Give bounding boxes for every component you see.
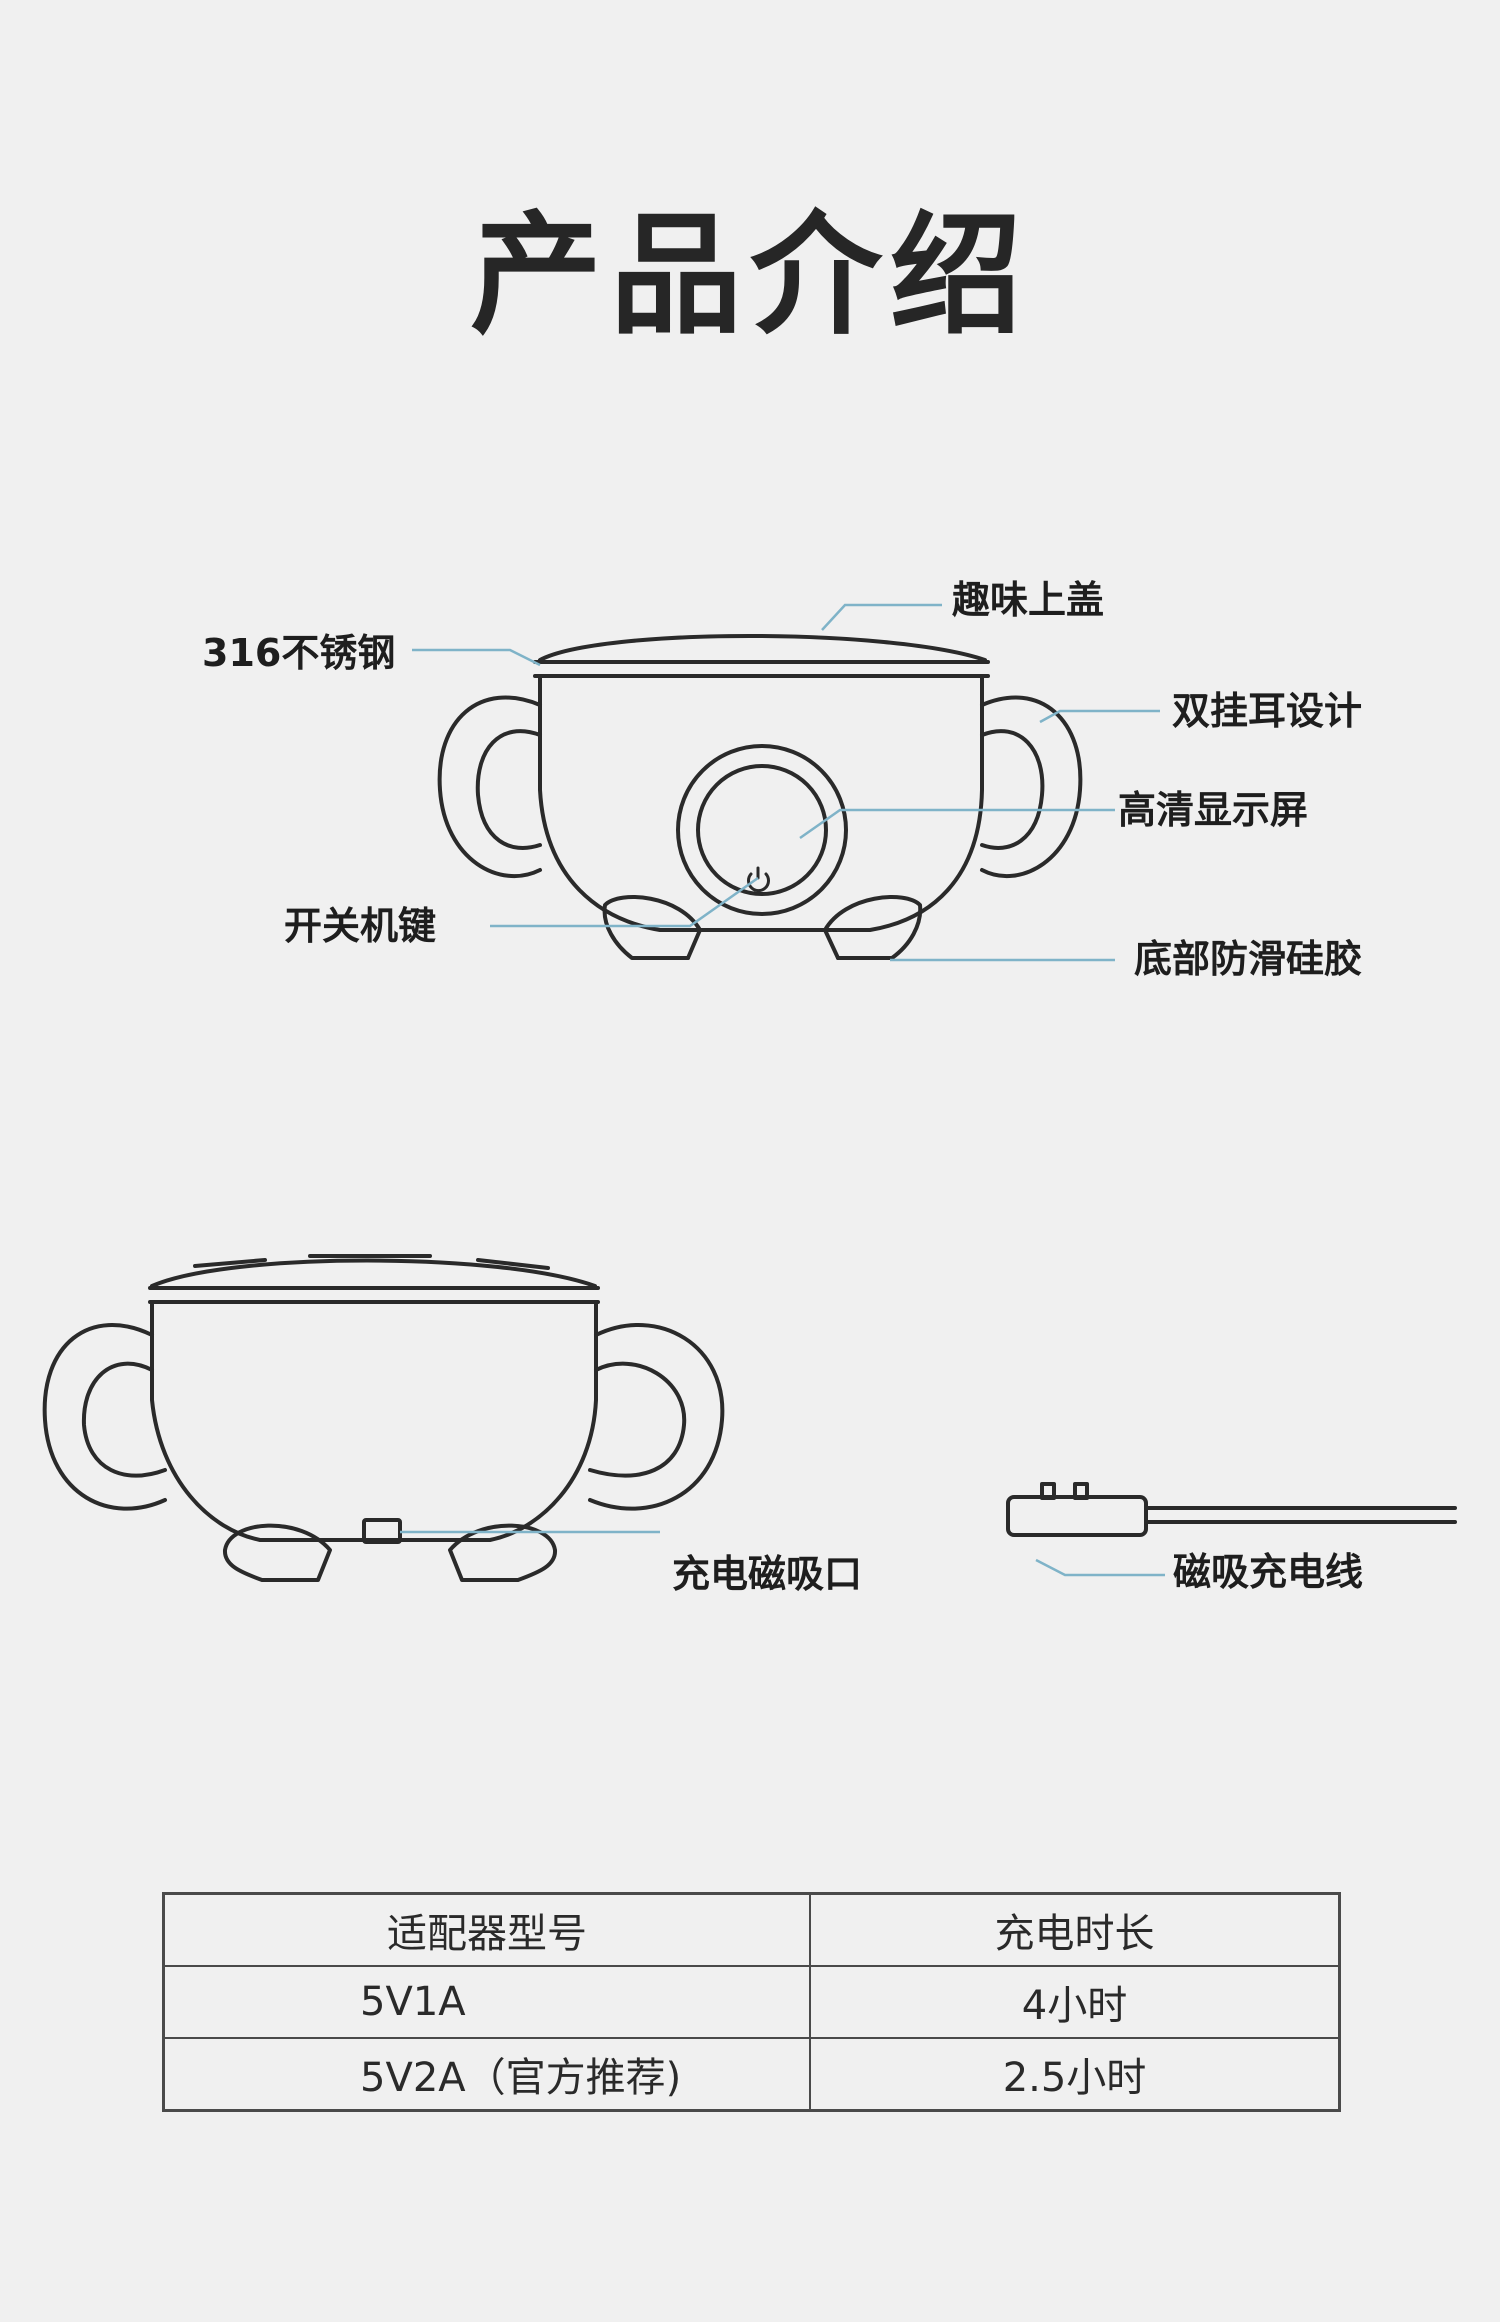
side-body — [150, 1302, 598, 1542]
label-display: 高清显示屏 — [1118, 788, 1309, 832]
bowl-front-diagram — [412, 603, 1160, 962]
cell-time: 4小时 — [809, 1965, 1341, 2039]
display-screen — [696, 764, 828, 896]
leader-lid — [821, 603, 942, 631]
side-lid — [150, 1258, 597, 1288]
label-base: 底部防滑硅胶 — [1134, 937, 1363, 981]
label-lid: 趣味上盖 — [952, 578, 1105, 622]
label-steel: 316不锈钢 — [202, 631, 396, 675]
side-right-foot — [448, 1523, 557, 1582]
bowl-side-diagram — [42, 1254, 1457, 1582]
label-handles: 双挂耳设计 — [1172, 689, 1363, 733]
left-foot — [602, 895, 702, 960]
cell-time: 2.5小时 — [809, 2037, 1341, 2112]
cell-adapter: 5V1A — [162, 1965, 811, 2039]
leader-handles — [1039, 709, 1160, 724]
table-row: 5V1A 4小时 — [162, 1965, 1341, 2039]
leader-cable — [1035, 1558, 1165, 1577]
bowl-body — [538, 676, 984, 932]
leader-steel — [412, 648, 541, 667]
left-handle — [437, 695, 542, 879]
page-title: 产品介绍 — [470, 199, 1030, 353]
table-row: 5V2A（官方推荐) 2.5小时 — [162, 2037, 1341, 2112]
cable-wire — [1144, 1506, 1457, 1524]
header-adapter-model: 适配器型号 — [162, 1892, 811, 1967]
header-charge-time: 充电时长 — [809, 1892, 1341, 1967]
leader-power — [490, 876, 759, 928]
side-right-handle — [588, 1323, 725, 1511]
display-ring — [676, 744, 848, 916]
side-left-foot — [223, 1523, 332, 1582]
label-power: 开关机键 — [284, 904, 437, 948]
leader-display — [799, 808, 1115, 840]
charging-spec-table: 适配器型号 充电时长 5V1A 4小时 5V2A（官方推荐) 2.5小时 — [162, 1892, 1341, 2112]
side-left-handle — [42, 1323, 167, 1511]
right-foot — [823, 895, 923, 960]
label-cable: 磁吸充电线 — [1173, 1550, 1364, 1594]
power-icon — [747, 866, 770, 893]
cell-adapter: 5V2A（官方推荐) — [162, 2037, 811, 2112]
cable-plug — [1006, 1495, 1148, 1537]
lid-outline — [538, 634, 987, 662]
right-handle — [980, 695, 1083, 879]
table-header-row: 适配器型号 充电时长 — [162, 1892, 1341, 1967]
label-port: 充电磁吸口 — [672, 1552, 863, 1596]
